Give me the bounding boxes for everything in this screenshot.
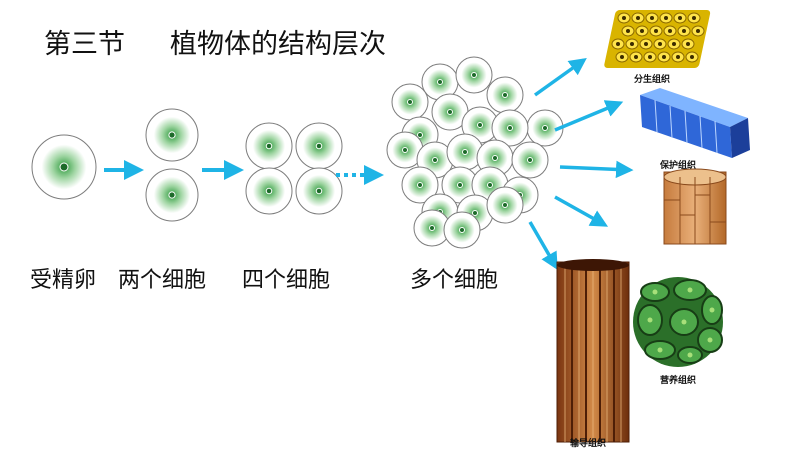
arrow-to-tissue-three: [559, 160, 634, 179]
meristem-nucleus: [696, 29, 700, 33]
cell: [145, 168, 199, 222]
meristem-nucleus: [664, 16, 668, 20]
meristem-nucleus: [686, 42, 690, 46]
conductive-tissue-image: [556, 259, 630, 443]
nutrient-chloroplast: [681, 319, 687, 325]
tissue-label-conductive: 输导组织: [570, 439, 607, 449]
meristem-nucleus: [668, 29, 672, 33]
stage-label-many-cells: 多个细胞: [410, 268, 499, 293]
tissue-three-image: [663, 168, 727, 245]
cell: [401, 166, 439, 204]
meristem-nucleus: [648, 55, 652, 59]
section-number: 第三节: [44, 29, 125, 60]
cell: [491, 109, 529, 147]
nutrient-chloroplast: [687, 287, 693, 293]
meristem-nucleus: [654, 29, 658, 33]
stage-label-zygote: 受精卵: [30, 268, 97, 293]
tissue-label-meristem: 分生组织: [634, 75, 671, 85]
nutrient-chloroplast: [687, 352, 693, 358]
cell: [245, 167, 293, 215]
meristem-nucleus: [662, 55, 666, 59]
stage-label-two-cells: 两个细胞: [118, 268, 207, 293]
meristem-nucleus: [630, 42, 634, 46]
arrow-to-nutrient: [554, 195, 609, 227]
two-cells: [145, 108, 199, 222]
meristem-nucleus: [692, 16, 696, 20]
meristem-nucleus: [626, 29, 630, 33]
nutrient-chloroplast: [647, 317, 653, 323]
nutrient-tissue-image: [633, 277, 723, 367]
cell: [486, 76, 524, 114]
arrow-to-conductive: [528, 221, 558, 271]
meristem-nucleus: [620, 55, 624, 59]
stage-label-four-cells: 四个细胞: [242, 268, 331, 293]
zygote: [31, 134, 97, 200]
arrow-to-protective: [554, 100, 624, 132]
meristem-nucleus: [616, 42, 620, 46]
cell: [511, 141, 549, 179]
cell: [486, 186, 524, 224]
meristem-nucleus: [682, 29, 686, 33]
many-cells-cluster: [386, 56, 564, 249]
meristem-nucleus: [640, 29, 644, 33]
meristem-nucleus: [672, 42, 676, 46]
meristem-nucleus: [650, 16, 654, 20]
page-title: 植物体的结构层次: [170, 29, 386, 60]
nutrient-chloroplast: [709, 307, 715, 313]
nutrient-chloroplast: [707, 337, 713, 343]
cell: [295, 122, 343, 170]
meristem-nucleus: [676, 55, 680, 59]
protective-tissue-image: [640, 88, 750, 158]
meristem-nucleus: [634, 55, 638, 59]
cell: [145, 108, 199, 162]
cell: [245, 122, 293, 170]
meristem-nucleus: [658, 42, 662, 46]
meristem-nucleus: [636, 16, 640, 20]
cell: [455, 56, 493, 94]
tissue-label-nutrient: 营养组织: [660, 376, 697, 386]
cell: [391, 83, 429, 121]
four-cells: [245, 122, 343, 215]
tissue-label-protective: 保护组织: [660, 161, 697, 171]
cell: [443, 211, 481, 249]
nutrient-chloroplast: [657, 347, 663, 353]
cell: [295, 167, 343, 215]
meristem-nucleus: [644, 42, 648, 46]
arrow-to-meristem: [533, 57, 587, 97]
meristem-nucleus: [678, 16, 682, 20]
meristem-tissue-image: [604, 10, 711, 68]
meristem-nucleus: [622, 16, 626, 20]
meristem-nucleus: [690, 55, 694, 59]
nutrient-chloroplast: [652, 289, 658, 295]
